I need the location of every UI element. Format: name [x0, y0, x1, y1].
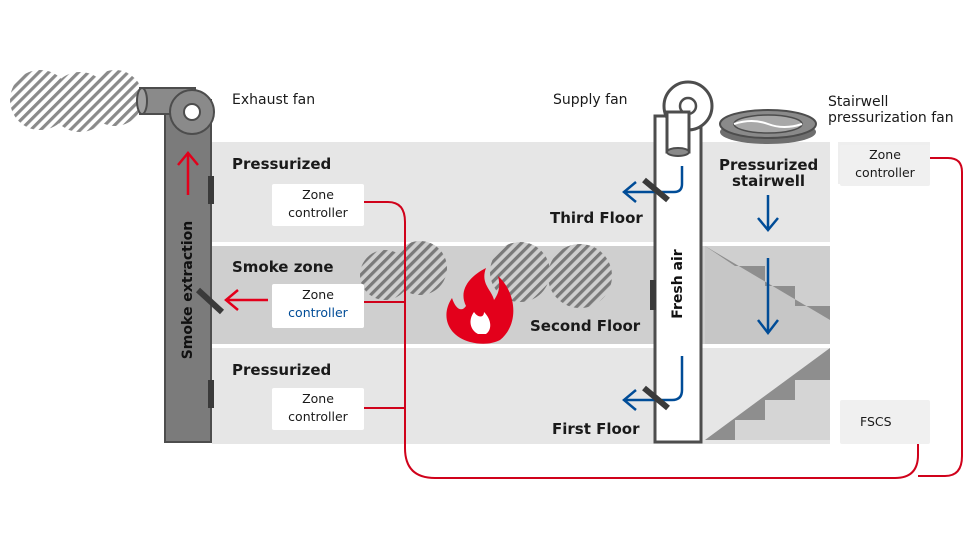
smoke-extraction-label: Smoke extraction: [180, 220, 196, 360]
pressurized-stairwell-label-2: stairwell: [732, 172, 806, 190]
fscs-label: FSCS: [860, 414, 892, 429]
smoke-cloud-icon: [10, 70, 143, 132]
zone-controller-line1: Zone: [302, 187, 334, 202]
damper-icon: [642, 385, 670, 411]
stairwell-fan-icon: [719, 109, 817, 144]
fscs-box: FSCS: [840, 400, 930, 444]
zone-controller-third-floor: Zone controller: [272, 184, 364, 226]
zone-controller-line1: Zone: [302, 391, 334, 406]
zone-controller-second-floor: Zone controller: [272, 284, 364, 328]
first-floor-label: First Floor: [552, 420, 640, 438]
zone-controller-line2: controller: [855, 165, 915, 180]
zone-controller-first-floor: Zone controller: [272, 388, 364, 430]
supply-duct: [650, 114, 703, 444]
supply-fan-label: Supply fan: [553, 92, 628, 108]
zone-controller-stairwell: Zone controller: [840, 145, 930, 186]
pressurized-bottom-label: Pressurized: [232, 361, 332, 379]
exhaust-fan-label: Exhaust fan: [232, 92, 316, 108]
damper-icon: [195, 287, 225, 315]
fire-icon: [446, 268, 514, 344]
pressurized-top-label: Pressurized: [232, 155, 332, 173]
stairwell-fan-label-2: pressurization fan: [828, 110, 954, 126]
supply-fan-icon: [662, 80, 714, 157]
zone-controller-line2: controller: [288, 409, 348, 424]
zone-controller-line2: controller: [288, 205, 348, 220]
fresh-air-label: Fresh air: [670, 249, 686, 319]
zone-controller-line1: Zone: [302, 287, 334, 302]
damper-icon: [642, 177, 670, 203]
stairwell-fan-label-1: Stairwell: [828, 94, 889, 110]
smoke-extraction-arrow: [224, 289, 268, 311]
first-floor-supply-arrow: [622, 356, 684, 411]
exhaust-up-arrow: [177, 151, 199, 195]
control-wiring: [356, 157, 963, 479]
second-floor-label: Second Floor: [530, 317, 641, 335]
third-floor-supply-arrow: [622, 166, 684, 203]
stairwell-down-arrow: [757, 195, 779, 232]
zone-controller-line1: Zone: [869, 147, 901, 162]
pressurized-stairwell-label-1: Pressurized: [719, 156, 819, 174]
zone-controller-line2: controller: [288, 305, 348, 320]
exhaust-fan-icon: [136, 87, 215, 135]
stairwell-down-arrow: [757, 258, 779, 336]
smoke-zone-label: Smoke zone: [232, 258, 334, 276]
third-floor-label: Third Floor: [550, 209, 643, 227]
